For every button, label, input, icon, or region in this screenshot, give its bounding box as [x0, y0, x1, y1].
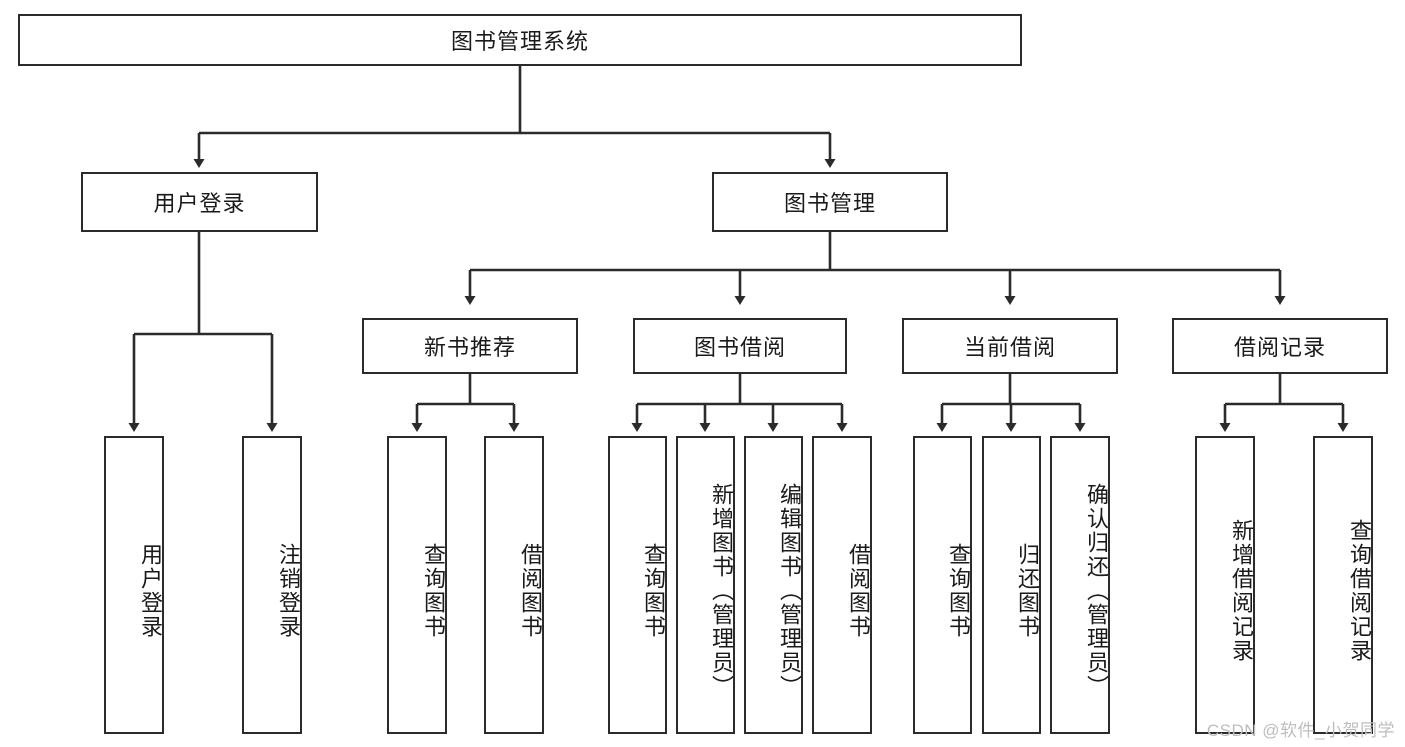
leaf-current-return-book[interactable]: 归还图书: [982, 436, 1041, 734]
node-user-login[interactable]: 用户登录: [81, 172, 318, 232]
node-label: 借阅记录: [1233, 335, 1326, 360]
node-label: 借阅图书: [518, 543, 543, 639]
node-borrow-record[interactable]: 借阅记录: [1172, 318, 1388, 374]
node-label: 查询图书: [641, 543, 666, 639]
node-label: 用户登录: [138, 543, 163, 639]
leaf-record-query-record[interactable]: 查询借阅记录: [1313, 436, 1373, 734]
leaf-borrow-add-book-admin[interactable]: 新增图书（管理员）: [676, 436, 735, 734]
node-new-book-recommend[interactable]: 新书推荐: [362, 318, 578, 374]
leaf-borrow-query-book[interactable]: 查询图书: [608, 436, 667, 734]
leaf-recommend-query-book[interactable]: 查询图书: [387, 436, 447, 734]
watermark: CSDN @软件_小贺同学: [1206, 721, 1395, 740]
node-label: 用户登录: [153, 191, 246, 216]
node-label: 查询图书: [946, 543, 971, 639]
node-label: 借阅图书: [846, 543, 871, 639]
node-label: 编辑图书（管理员）: [777, 483, 802, 699]
node-current-borrow[interactable]: 当前借阅: [902, 318, 1118, 374]
node-label: 新增借阅记录: [1229, 519, 1254, 663]
node-label: 注销登录: [276, 543, 301, 639]
node-label: 确认归还（管理员）: [1084, 483, 1109, 699]
node-label: 查询图书: [421, 543, 446, 639]
node-book-borrow[interactable]: 图书借阅: [633, 318, 847, 374]
node-label: 新增图书（管理员）: [709, 483, 734, 699]
leaf-current-query-book[interactable]: 查询图书: [913, 436, 972, 734]
node-book-management[interactable]: 图书管理: [712, 172, 948, 232]
leaf-borrow-borrow-book[interactable]: 借阅图书: [812, 436, 872, 734]
node-label: 图书管理系统: [450, 29, 589, 54]
node-label: 图书借阅: [693, 335, 786, 360]
node-label: 图书管理: [783, 191, 876, 216]
leaf-record-add-record[interactable]: 新增借阅记录: [1195, 436, 1255, 734]
node-label: 查询借阅记录: [1347, 519, 1372, 663]
leaf-user-login-login[interactable]: 用户登录: [104, 436, 164, 734]
leaf-borrow-edit-book-admin[interactable]: 编辑图书（管理员）: [744, 436, 803, 734]
node-root-system[interactable]: 图书管理系统: [18, 14, 1022, 66]
node-label: 新书推荐: [423, 335, 516, 360]
node-label: 归还图书: [1015, 543, 1040, 639]
leaf-current-confirm-return-admin[interactable]: 确认归还（管理员）: [1050, 436, 1110, 734]
node-label: 当前借阅: [963, 335, 1056, 360]
leaf-user-login-logout[interactable]: 注销登录: [242, 436, 302, 734]
leaf-recommend-borrow-book[interactable]: 借阅图书: [484, 436, 544, 734]
